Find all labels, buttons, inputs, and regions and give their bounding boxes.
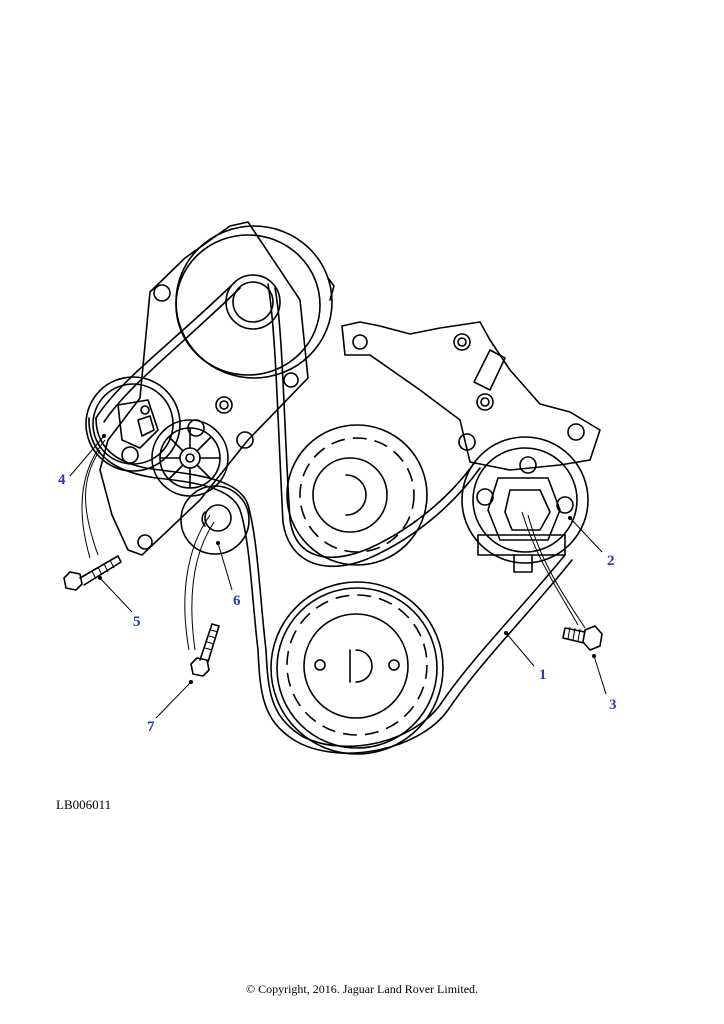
water-pump-pulley — [286, 424, 428, 566]
callout-5[interactable]: 5 — [133, 614, 141, 630]
alternator-pulley — [175, 225, 335, 379]
bolt-5 — [63, 439, 122, 591]
crankshaft-pulley — [270, 581, 444, 755]
callout-1[interactable]: 1 — [539, 667, 547, 683]
reference-code: LB006011 — [56, 797, 112, 812]
callout-2[interactable]: 2 — [607, 553, 615, 569]
bolt-7 — [184, 514, 220, 677]
bolt-3 — [521, 511, 603, 651]
copyright-notice: © Copyright, 2016. Jaguar Land Rover Lim… — [245, 982, 479, 996]
callout-6[interactable]: 6 — [233, 593, 241, 609]
spoked-pulley — [151, 419, 229, 497]
tensioner-assembly — [461, 436, 589, 573]
idler-pulley-4 — [85, 376, 181, 472]
engine-front-cover — [341, 321, 601, 471]
alternator-bracket — [99, 221, 309, 556]
callout-7[interactable]: 7 — [147, 719, 155, 735]
callout-4[interactable]: 4 — [58, 472, 66, 488]
drive-belt — [88, 281, 573, 754]
leader-lines — [69, 434, 607, 719]
callout-3[interactable]: 3 — [609, 697, 617, 713]
idler-pulley-6 — [180, 485, 250, 555]
